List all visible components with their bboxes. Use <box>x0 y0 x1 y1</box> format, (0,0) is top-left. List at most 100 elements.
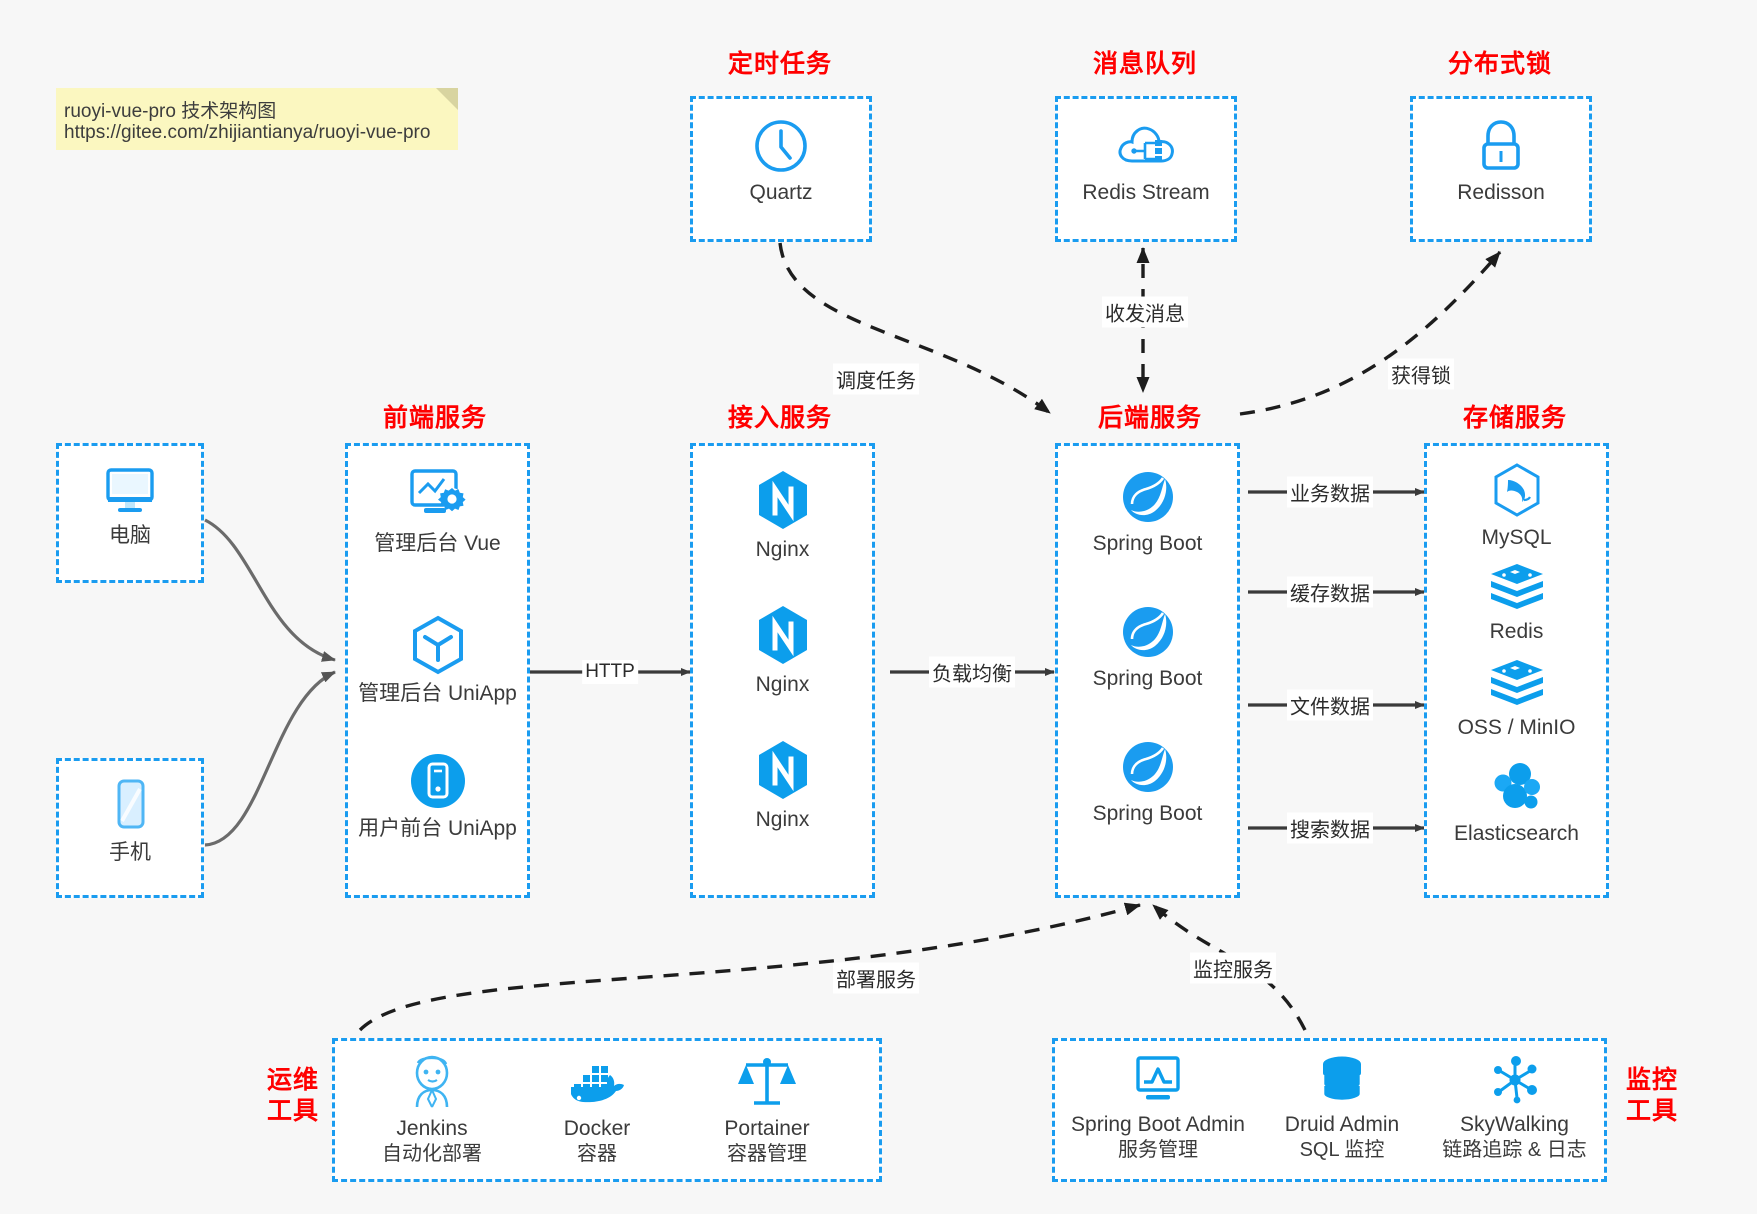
node-skywalking-label: SkyWalking <box>1460 1113 1569 1136</box>
node-oss-minio[interactable]: OSS / MinIO <box>1427 658 1606 741</box>
edge-label-load-balance: 负载均衡 <box>929 656 1015 688</box>
edge-label-deploy-service: 部署服务 <box>833 962 919 994</box>
node-docker-label: Docker <box>563 1117 631 1140</box>
node-springboot-2-label: Spring Boot <box>1092 667 1203 690</box>
diagram-note: ruoyi-vue-pro 技术架构图 https://gitee.com/zh… <box>56 88 458 150</box>
group-title-message-queue: 消息队列 <box>1092 50 1197 78</box>
note-url: https://gitee.com/zhijiantianya/ruoyi-vu… <box>64 122 431 143</box>
group-title-monitor-line1: 监控 <box>1625 1066 1678 1094</box>
group-box-frontend-service: 管理后台 Vue 管理后台 UniApp 用户前台 UniApp <box>345 443 530 898</box>
monitor-chart-icon <box>1129 1053 1187 1107</box>
node-redis[interactable]: Redis <box>1427 562 1606 645</box>
node-admin-uniapp-label: 管理后台 UniApp <box>358 682 517 705</box>
node-oss-minio-label: OSS / MinIO <box>1457 716 1576 739</box>
node-docker[interactable]: Docker 容器 <box>522 1053 672 1166</box>
client-box-computer: 电脑 <box>56 443 204 583</box>
edge-label-business-data: 业务数据 <box>1287 476 1373 508</box>
elasticsearch-icon <box>1488 758 1546 816</box>
node-portainer-label: Portainer <box>724 1117 810 1140</box>
group-title-distributed-lock: 分布式锁 <box>1447 50 1552 78</box>
node-elasticsearch-label: Elasticsearch <box>1454 822 1579 845</box>
spring-leaf-icon <box>1119 738 1177 796</box>
mobile-circle-icon <box>408 751 468 811</box>
database-icon <box>1314 1053 1370 1107</box>
edge-label-file-data: 文件数据 <box>1287 689 1373 721</box>
skywalking-node-icon <box>1486 1053 1544 1107</box>
nginx-icon <box>754 468 812 532</box>
node-phone[interactable]: 手机 <box>59 777 201 866</box>
node-druid-admin[interactable]: Druid Admin SQL 监控 <box>1262 1053 1422 1162</box>
clock-icon <box>752 117 810 175</box>
group-box-distributed-lock: Redisson <box>1410 96 1592 242</box>
node-mysql-label: MySQL <box>1481 526 1552 549</box>
node-portainer[interactable]: Portainer 容器管理 <box>687 1053 847 1166</box>
node-computer-label: 电脑 <box>109 524 151 547</box>
edge-label-cache-data: 缓存数据 <box>1287 576 1373 608</box>
group-title-monitor-line2: 工具 <box>1625 1097 1678 1126</box>
group-title-monitor-tools: 监控 工具 <box>1617 1065 1687 1128</box>
node-spring-boot-admin[interactable]: Spring Boot Admin 服务管理 <box>1063 1053 1253 1162</box>
group-box-message-queue: Redis Stream <box>1055 96 1237 242</box>
node-docker-sublabel: 容器 <box>577 1142 617 1165</box>
lock-icon <box>1473 117 1529 175</box>
node-springboot-1-label: Spring Boot <box>1092 532 1203 555</box>
dashboard-gear-icon <box>406 466 470 526</box>
node-user-uniapp-label: 用户前台 UniApp <box>358 817 517 840</box>
smartphone-icon <box>108 777 152 835</box>
cloud-network-icon <box>1115 117 1177 175</box>
edge-label-monitor-service: 监控服务 <box>1190 952 1276 984</box>
note-folded-corner <box>436 88 458 110</box>
redis-stack-icon <box>1488 658 1546 710</box>
group-title-gateway-service: 接入服务 <box>727 404 832 432</box>
client-box-phone: 手机 <box>56 758 204 898</box>
group-box-gateway-service: Nginx Nginx Nginx <box>690 443 875 898</box>
group-box-backend-service: Spring Boot Spring Boot Spring Boot <box>1055 443 1240 898</box>
group-title-devops-line1: 运维 <box>266 1066 319 1094</box>
group-box-storage-service: MySQL Redis <box>1424 443 1609 898</box>
node-nginx-3[interactable]: Nginx <box>693 738 872 833</box>
group-title-scheduled-task: 定时任务 <box>727 50 832 78</box>
node-nginx-3-label: Nginx <box>755 808 810 831</box>
node-elasticsearch[interactable]: Elasticsearch <box>1427 758 1606 847</box>
node-spring-boot-admin-sublabel: 服务管理 <box>1118 1138 1198 1161</box>
node-computer[interactable]: 电脑 <box>59 464 201 549</box>
node-springboot-1[interactable]: Spring Boot <box>1058 468 1237 557</box>
node-quartz-label: Quartz <box>749 181 813 204</box>
spring-leaf-icon <box>1119 468 1177 526</box>
docker-whale-icon <box>566 1053 628 1111</box>
node-jenkins-sublabel: 自动化部署 <box>382 1142 482 1165</box>
node-druid-admin-label: Druid Admin <box>1284 1113 1400 1136</box>
nginx-icon <box>754 603 812 667</box>
edge-label-search-data: 搜索数据 <box>1287 812 1373 844</box>
group-title-backend-service: 后端服务 <box>1097 404 1202 432</box>
node-redis-stream[interactable]: Redis Stream <box>1058 117 1234 206</box>
note-title: ruoyi-vue-pro 技术架构图 <box>64 101 277 122</box>
node-quartz[interactable]: Quartz <box>693 117 869 206</box>
node-springboot-3[interactable]: Spring Boot <box>1058 738 1237 827</box>
jenkins-butler-icon <box>404 1053 460 1111</box>
node-mysql[interactable]: MySQL <box>1427 462 1606 551</box>
node-nginx-2-label: Nginx <box>755 673 810 696</box>
node-skywalking[interactable]: SkyWalking 链路追踪 & 日志 <box>1427 1053 1602 1162</box>
node-springboot-3-label: Spring Boot <box>1092 802 1203 825</box>
group-title-frontend-service: 前端服务 <box>382 404 487 432</box>
node-user-uniapp[interactable]: 用户前台 UniApp <box>348 751 527 842</box>
group-box-monitor-tools: Spring Boot Admin 服务管理 Druid Admin SQL 监… <box>1052 1038 1607 1182</box>
redis-stack-icon <box>1488 562 1546 614</box>
node-jenkins[interactable]: Jenkins 自动化部署 <box>357 1053 507 1166</box>
group-title-devops-tools: 运维 工具 <box>258 1065 328 1128</box>
node-admin-vue-label: 管理后台 Vue <box>374 532 501 555</box>
node-admin-vue[interactable]: 管理后台 Vue <box>348 466 527 557</box>
node-redisson[interactable]: Redisson <box>1413 117 1589 206</box>
node-jenkins-label: Jenkins <box>396 1117 468 1140</box>
node-spring-boot-admin-label: Spring Boot Admin <box>1071 1113 1245 1136</box>
node-nginx-2[interactable]: Nginx <box>693 603 872 698</box>
node-redisson-label: Redisson <box>1457 181 1545 204</box>
node-nginx-1[interactable]: Nginx <box>693 468 872 563</box>
node-springboot-2[interactable]: Spring Boot <box>1058 603 1237 692</box>
edge-label-send-receive: 收发消息 <box>1102 296 1188 328</box>
desktop-monitor-icon <box>100 464 160 518</box>
uniapp-hexagon-icon <box>408 614 468 676</box>
node-admin-uniapp[interactable]: 管理后台 UniApp <box>348 614 527 707</box>
